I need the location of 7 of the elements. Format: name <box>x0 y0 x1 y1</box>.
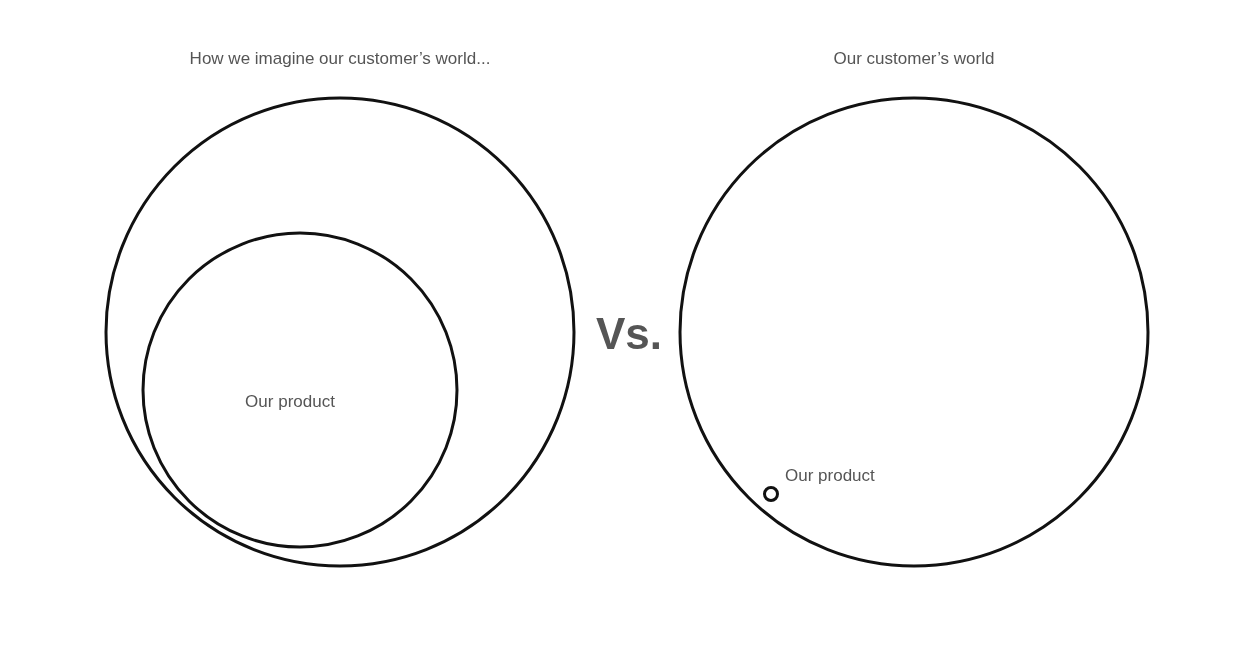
circle-heading: Our customer’s world <box>833 49 995 69</box>
comparison-label: Vs. <box>596 309 663 359</box>
circle-heading: How we imagine our customer’s world... <box>189 49 491 69</box>
circle-caption: Our product <box>785 466 875 486</box>
circle <box>141 231 459 549</box>
circle-label: Our product <box>245 392 335 412</box>
circle <box>762 485 780 503</box>
